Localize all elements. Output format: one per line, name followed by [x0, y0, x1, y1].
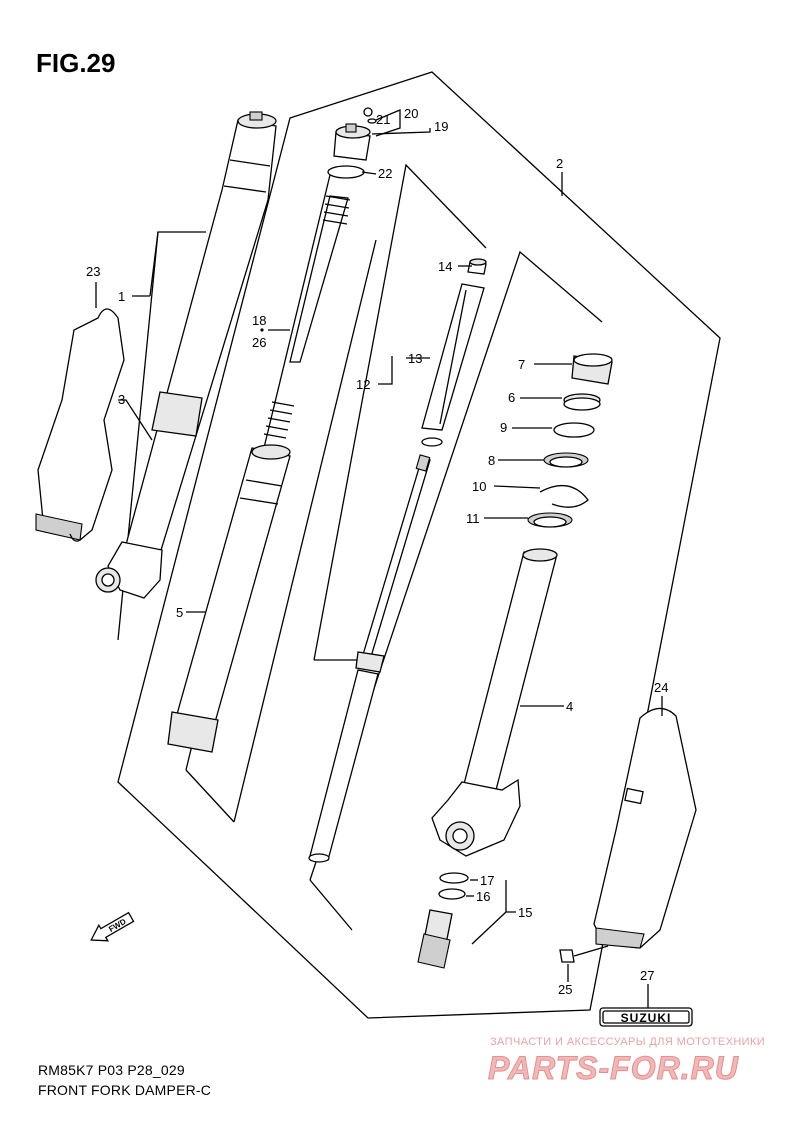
callout-23: 23 [86, 264, 100, 279]
callout-6: 6 [508, 390, 515, 405]
callout-leader-lines [95, 109, 663, 1008]
piston-part-13 [421, 283, 485, 447]
callout-labels: 1 2 3 4 5 6 7 8 9 10 11 12 13 14 15 16 1… [86, 106, 668, 997]
figure-title: FIG.29 [36, 48, 116, 78]
base-valve-parts-15-17 [417, 872, 469, 969]
callout-24: 24 [654, 680, 668, 695]
callout-14: 14 [438, 259, 452, 274]
callout-12: 12 [356, 377, 370, 392]
callout-7: 7 [518, 357, 525, 372]
callout-26: 26 [252, 335, 266, 350]
fwd-arrow-icon: FWD [90, 911, 135, 942]
seal-stack-parts-6-11 [527, 353, 613, 528]
watermark-brand: PARTS-FOR.RU [488, 1050, 739, 1087]
callout-15: 15 [518, 905, 532, 920]
callout-25: 25 [558, 982, 572, 997]
fork-guard-part-23 [35, 308, 125, 542]
callout-21: 21 [376, 112, 390, 127]
callout-4: 4 [566, 699, 573, 714]
callout-5: 5 [176, 605, 183, 620]
callout-8: 8 [488, 453, 495, 468]
bush-part-14 [467, 258, 487, 275]
bolt-part-25 [559, 945, 609, 963]
model-code: RM85K7 P03 P28_029 [38, 1062, 185, 1078]
callout-16: 16 [476, 889, 490, 904]
fork-guard-part-24 [593, 707, 697, 949]
suzuki-emblem-part-27: SUZUKI [599, 1007, 693, 1027]
watermark-subtitle: ЗАПЧАСТИ И АКСЕССУАРЫ ДЛЯ МОТОТЕХНИКИ [490, 1036, 766, 1048]
emblem-text: SUZUKI [621, 1011, 672, 1025]
callout-2: 2 [556, 156, 563, 171]
callout-13: 13 [408, 351, 422, 366]
spring-part-18 [260, 195, 351, 439]
callout-20: 20 [404, 106, 418, 121]
callout-1: 1 [118, 289, 125, 304]
figure-name: FRONT FORK DAMPER-C [38, 1082, 212, 1098]
callout-19: 19 [434, 119, 448, 134]
callout-11: 11 [466, 511, 480, 526]
callout-3: 3 [118, 392, 125, 407]
callout-17: 17 [480, 873, 494, 888]
callout-18: 18 [252, 313, 266, 328]
callout-22: 22 [378, 166, 392, 181]
damper-cartridge-part-5 [167, 444, 291, 753]
callout-9: 9 [500, 420, 507, 435]
callout-10: 10 [472, 479, 486, 494]
damper-rod-part-12 [308, 454, 431, 863]
fork-cap-part-19 [327, 107, 377, 179]
inner-tube-part-4 [431, 548, 558, 857]
outer-tube-part-1 [95, 111, 277, 599]
callout-27: 27 [640, 968, 654, 983]
